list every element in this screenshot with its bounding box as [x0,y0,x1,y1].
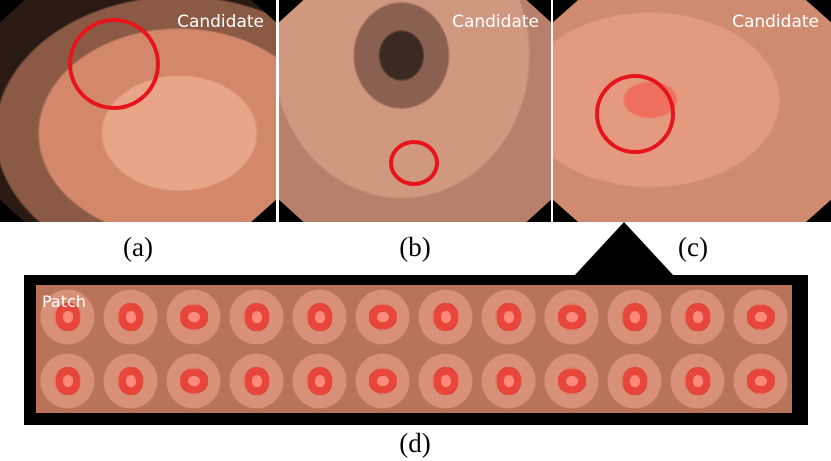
patch-tile [351,285,414,349]
caption-d: (d) [399,428,431,458]
caption-a: (a) [123,232,153,262]
patch-tile [99,285,162,349]
patch-tile [477,285,540,349]
lesion-mark [308,302,333,332]
candidate-circle-a [68,18,160,110]
lesion-mark [56,302,81,332]
patch-grid [36,285,792,413]
lesion-mark [245,302,270,332]
lesion-mark [558,369,587,393]
lesion-mark [686,302,711,332]
patch-tile [36,285,99,349]
endoscopic-view-b [279,0,551,222]
candidate-circle-b [389,140,439,186]
patch-tile [666,285,729,349]
patch-tile [225,349,288,413]
lesion-mark [623,366,648,396]
lesion-mark [369,369,398,393]
lesion-mark [497,366,522,396]
lesion-mark [747,305,776,329]
patch-tile [288,285,351,349]
candidate-label-a: Candidate [177,12,264,32]
patch-tile [288,349,351,413]
patch-tile [477,349,540,413]
lesion-mark [434,366,459,396]
patch-tile [99,349,162,413]
patch-tile [162,349,225,413]
lesion-mark [623,302,648,332]
candidate-label-c: Candidate [732,12,819,32]
patch-tile [36,349,99,413]
patch-tile [540,349,603,413]
lesion-mark [434,302,459,332]
lesion-mark [369,305,398,329]
lesion-mark [180,369,209,393]
lesion-mark [686,366,711,396]
candidate-label-b: Candidate [452,12,539,32]
endoscopy-panel-c: Candidate [553,0,831,222]
lesion-mark [558,305,587,329]
strip-pointer [574,222,674,276]
patch-tile [225,285,288,349]
lesion-mark [245,366,270,396]
lesion-mark [119,302,144,332]
caption-c: (c) [678,232,708,262]
lesion-mark [497,302,522,332]
patch-tile [729,285,792,349]
patch-label: Patch [42,292,86,311]
lesion-mark [308,366,333,396]
patch-tile [540,285,603,349]
patch-tile [666,349,729,413]
patch-tile [729,349,792,413]
patch-strip [24,275,808,425]
patch-tile [603,285,666,349]
patch-tile [351,349,414,413]
lesion-mark [747,369,776,393]
lesion-mark [56,366,81,396]
patch-tile [414,285,477,349]
candidate-circle-c [595,74,675,154]
patch-tile [414,349,477,413]
patch-tile [162,285,225,349]
endoscopy-panel-a: Candidate [0,0,276,222]
caption-b: (b) [399,232,431,262]
patch-tile [603,349,666,413]
endoscopy-panel-b: Candidate [279,0,551,222]
lesion-mark [119,366,144,396]
lesion-mark [180,305,209,329]
